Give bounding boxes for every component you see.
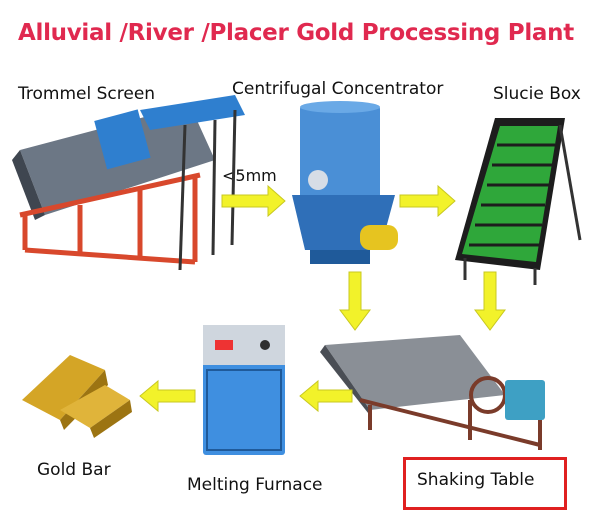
centrifugal-concentrator-image [292, 101, 398, 264]
label-gold-bar: Gold Bar [37, 460, 111, 480]
arrow-left-icon [299, 379, 353, 413]
sluice-box-image [455, 118, 582, 285]
label-sluice-box: Slucie Box [493, 84, 581, 104]
gold-bar-image [22, 355, 132, 438]
size-note: <5mm [222, 166, 277, 185]
label-centrifugal-concentrator: Centrifugal Concentrator [232, 79, 444, 99]
arrow-right-icon [221, 184, 286, 218]
arrow-left-icon [139, 379, 196, 413]
melting-furnace-image [203, 325, 285, 455]
label-melting-furnace: Melting Furnace [187, 475, 323, 495]
shaking-table-image [320, 335, 545, 450]
arrow-right-icon [399, 184, 456, 218]
arrow-down-icon [339, 271, 371, 331]
highlight-box: Shaking Table [403, 457, 567, 510]
trommel-screen-image [12, 95, 245, 271]
label-trommel-screen: Trommel Screen [18, 84, 156, 104]
label-shaking-table: Shaking Table [417, 470, 535, 490]
page-title: Alluvial /River /Placer Gold Processing … [18, 20, 574, 46]
arrow-down-icon [474, 271, 506, 331]
